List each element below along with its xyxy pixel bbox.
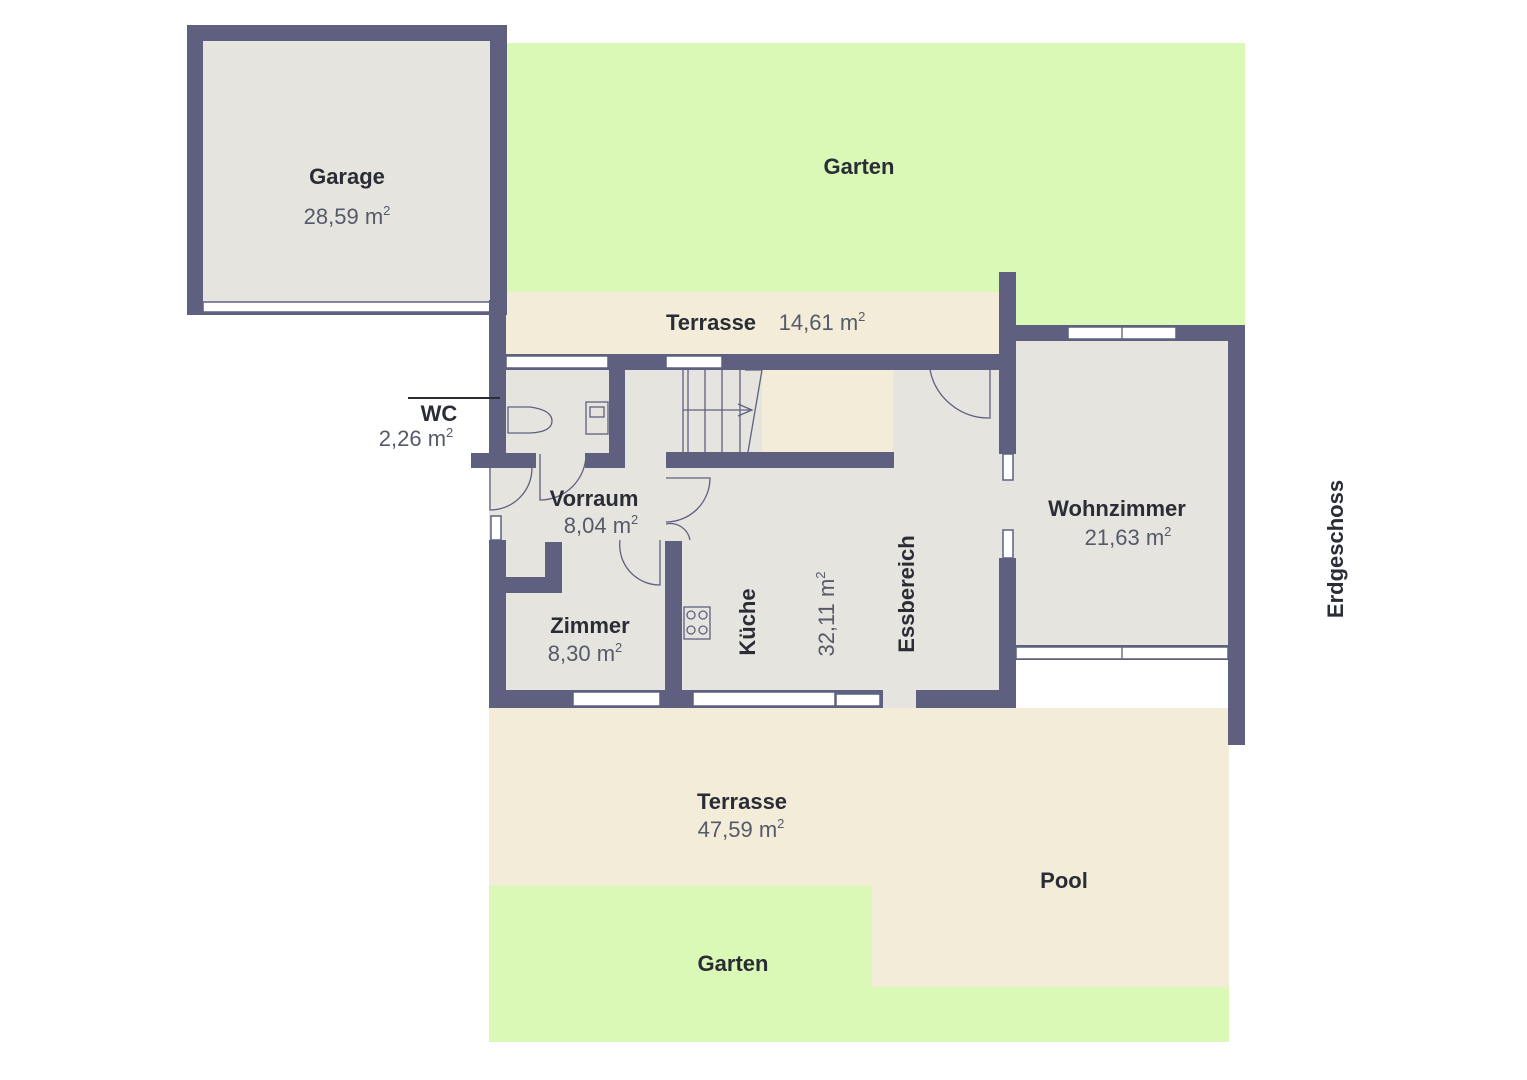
kueche-name: Küche	[735, 588, 760, 655]
terrace-top-area	[505, 292, 1000, 354]
garden-bottom-area	[489, 886, 872, 1042]
terrace-top-name: Terrasse	[666, 310, 756, 335]
zimmer-area: 8,30 m2	[548, 640, 623, 666]
wc-name: WC	[421, 401, 458, 426]
interior-floor-east	[1000, 325, 1245, 660]
terrace-bottom-name: Terrasse	[697, 789, 787, 814]
wc-area: 2,26 m2	[379, 425, 454, 451]
terrace-bottom-area: 47,59 m2	[698, 816, 785, 842]
garden-bottom-strip	[872, 987, 1229, 1042]
floor-label: Erdgeschoss	[1323, 480, 1348, 618]
doors	[489, 356, 996, 586]
garden-top-name: Garten	[824, 154, 895, 179]
wohnzimmer-area: 21,63 m2	[1085, 524, 1172, 550]
essbereich-name: Essbereich	[894, 535, 919, 652]
stove-icon	[683, 606, 711, 640]
vorraum-area: 8,04 m2	[564, 512, 639, 538]
wohnzimmer-name: Wohnzimmer	[1048, 496, 1186, 521]
wc-fixtures	[507, 401, 609, 435]
garage-floor	[203, 41, 490, 303]
kueche-area: 32,11 m2	[813, 571, 839, 656]
vorraum-name: Vorraum	[550, 486, 639, 511]
staircase	[682, 369, 763, 453]
garage-area: 28,59 m2	[304, 203, 391, 229]
terrace-top-area: 14,61 m2	[779, 309, 866, 335]
pool-name: Pool	[1040, 868, 1088, 893]
windows	[490, 326, 1229, 707]
garden-top-area	[505, 43, 1245, 325]
garage-name: Garage	[309, 164, 385, 189]
zimmer-name: Zimmer	[550, 613, 630, 638]
garage-door	[202, 301, 491, 313]
stair-landing	[762, 370, 893, 454]
garden-bottom-name: Garten	[698, 951, 769, 976]
